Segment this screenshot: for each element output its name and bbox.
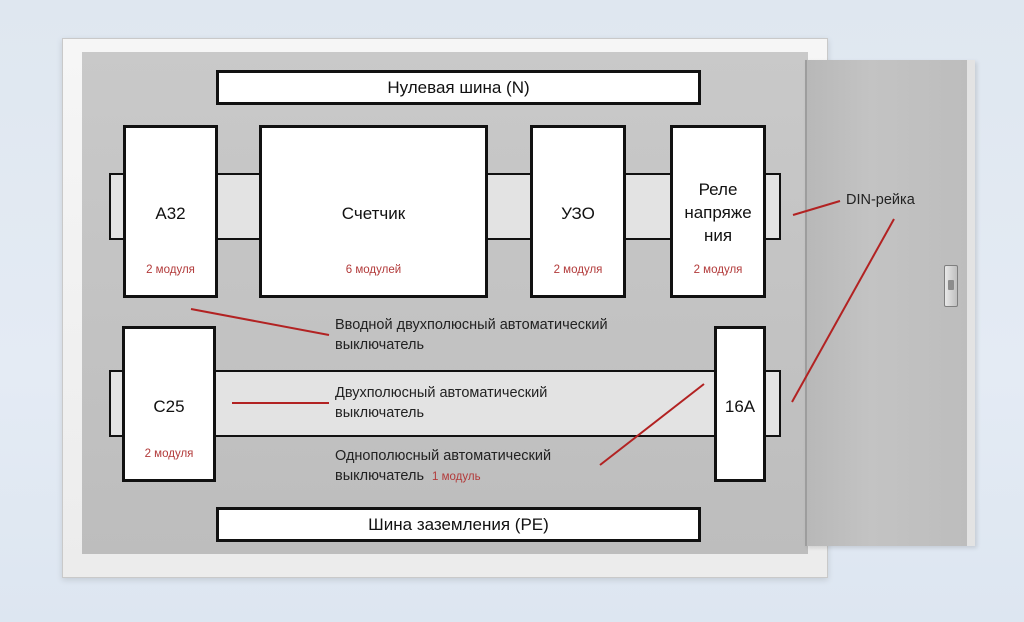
annotation-line: выключатель [335, 468, 425, 484]
device-relay-name-line: Реле [698, 180, 738, 199]
device-uzo: УЗО 2 модуля [530, 125, 626, 298]
device-16a: 16А [714, 326, 766, 482]
device-relay-name-line: напряже [684, 203, 752, 222]
device-a32: А32 2 модуля [123, 125, 218, 298]
annotation-din-rail: DIN-рейка [846, 192, 915, 208]
device-relay-name-line: ния [703, 226, 733, 245]
ground-busbar: Шина заземления (PE) [216, 507, 701, 542]
annotation-line: выключатель [335, 405, 425, 421]
device-relay-name: Реле напряже ния [673, 178, 763, 247]
door-handle-icon [944, 265, 958, 307]
leader-din-rail-bottom [791, 218, 895, 403]
annotation-line-with-modules: выключатель 1 модуль [335, 466, 635, 487]
device-a32-name: А32 [155, 204, 186, 223]
annotation-line: выключатель [335, 337, 425, 353]
din-rail-bottom [109, 370, 781, 437]
device-c25: С25 2 модуля [122, 326, 216, 482]
leader-intro-breaker [190, 308, 330, 336]
device-relay-modules: 2 модуля [693, 264, 743, 276]
annotation-one-pole-breaker: Однополюсный автоматический выключатель 1… [335, 446, 635, 487]
annotation-intro-breaker: Вводной двухполюсный автоматический выкл… [335, 315, 675, 355]
annotation-two-pole-breaker: Двухполюсный автоматический выключатель [335, 383, 625, 423]
annotation-line: Двухполюсный автоматический [335, 385, 548, 401]
device-16a-name: 16А [724, 397, 756, 416]
device-a32-modules: 2 модуля [146, 264, 195, 276]
device-voltage-relay: Реле напряже ния 2 модуля [670, 125, 766, 298]
device-meter: Счетчик 6 модулей [259, 125, 488, 298]
leader-one-pole-breaker [599, 383, 705, 466]
device-uzo-modules: 2 модуля [553, 264, 603, 276]
neutral-busbar-label: Нулевая шина (N) [387, 77, 530, 97]
annotation-line: Вводной двухполюсный автоматический [335, 317, 608, 333]
device-meter-modules: 6 модулей [345, 264, 402, 276]
device-c25-name: С25 [153, 397, 185, 416]
leader-din-rail-top [792, 200, 841, 216]
device-c25-modules: 2 модуля [144, 448, 194, 460]
neutral-busbar: Нулевая шина (N) [216, 70, 701, 105]
device-uzo-name: УЗО [561, 204, 595, 223]
ground-busbar-label: Шина заземления (PE) [368, 514, 549, 534]
one-pole-modules: 1 модуль [432, 471, 481, 483]
annotation-line: Однополюсный автоматический [335, 448, 552, 464]
device-meter-name: Счетчик [341, 204, 406, 223]
